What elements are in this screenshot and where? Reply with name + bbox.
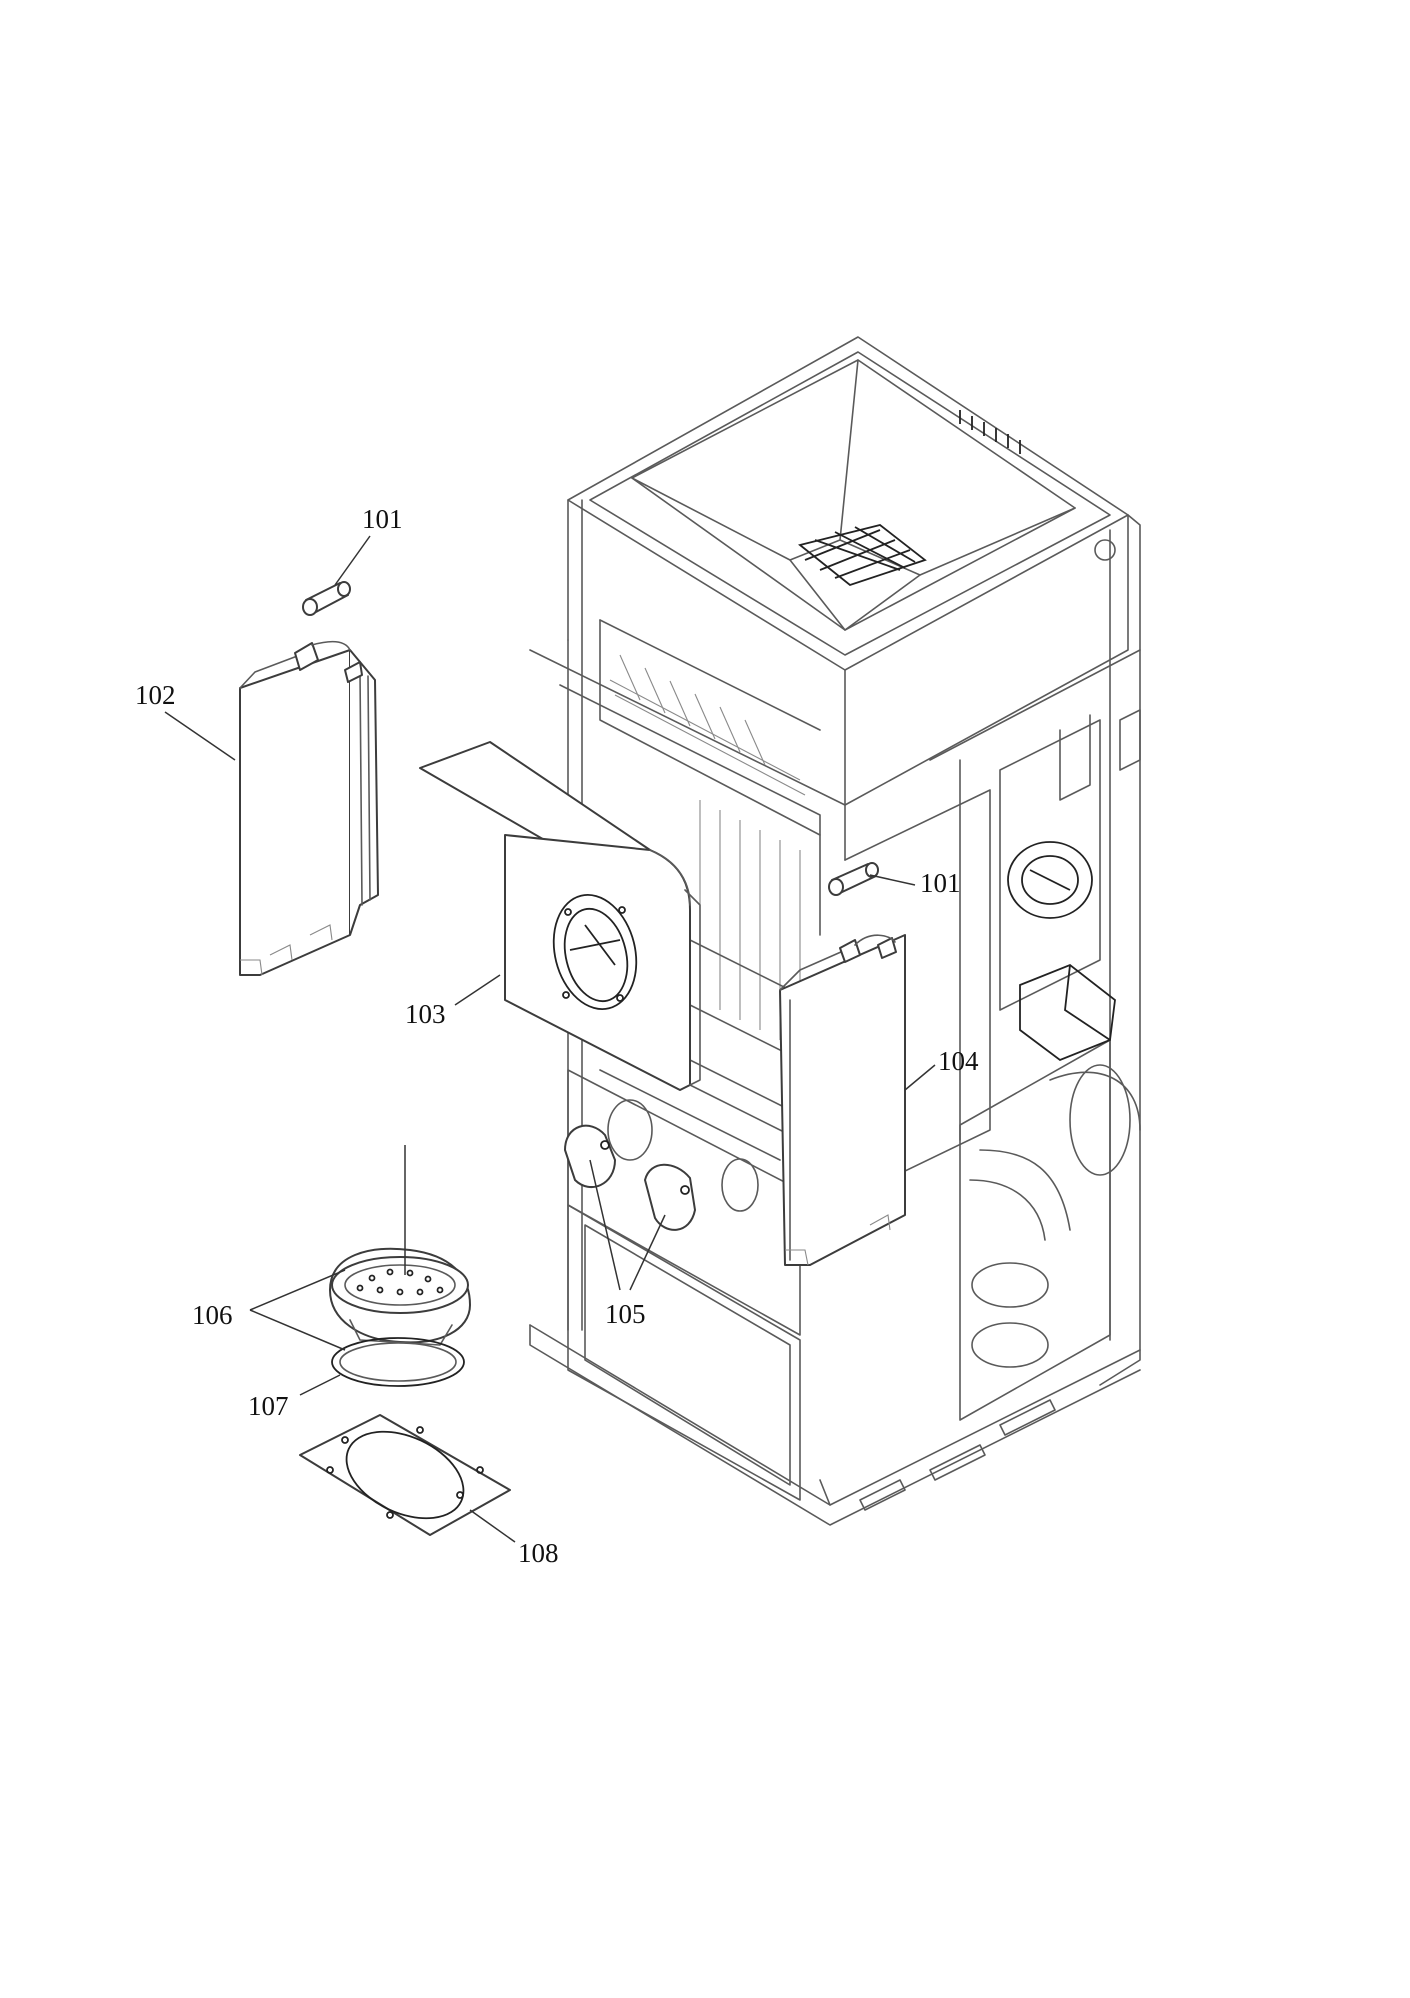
part-102-side-panel <box>239 640 379 976</box>
leader-lines <box>164 535 936 1543</box>
part-101-connector-lower <box>828 862 879 896</box>
callout-107: 107 <box>248 1391 289 1421</box>
callout-106: 106 <box>192 1300 233 1330</box>
stove-body <box>529 336 1141 1526</box>
callout-108: 108 <box>518 1538 559 1568</box>
part-103-front-panel <box>419 741 701 1091</box>
part-101-connector-upper <box>302 581 351 616</box>
part-107-gasket-ring <box>331 1337 465 1387</box>
callout-103: 103 <box>405 999 446 1029</box>
callout-101-upper: 101 <box>362 504 403 534</box>
part-105-inspection-covers <box>564 1124 696 1231</box>
part-106-burner-pot <box>329 1247 471 1346</box>
part-104-side-panel <box>779 934 906 1266</box>
callout-104: 104 <box>938 1046 979 1076</box>
part-108-mounting-plate <box>299 1414 511 1536</box>
callout-105: 105 <box>605 1299 646 1329</box>
callout-102: 102 <box>135 680 176 710</box>
callout-101-lower: 101 <box>920 868 961 898</box>
